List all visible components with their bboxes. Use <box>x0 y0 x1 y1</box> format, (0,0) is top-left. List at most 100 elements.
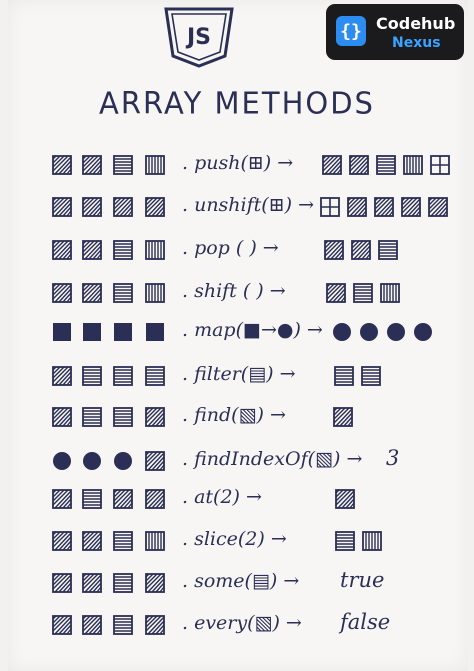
method-label: . every(▧) → <box>182 612 302 634</box>
dot-circle-icon <box>333 323 351 341</box>
diag-square-icon <box>82 197 102 217</box>
method-label: . some(▤) → <box>182 570 300 592</box>
hline-square-icon <box>334 366 354 386</box>
method-result: true <box>340 568 385 592</box>
vline-square-icon <box>403 155 423 175</box>
solid-square-icon <box>114 323 132 341</box>
method-label: . unshift(⊞) → <box>182 194 314 216</box>
diag-square-icon <box>145 615 165 635</box>
method-label: . map(■→●) → <box>182 319 323 341</box>
diag-square-icon <box>82 283 102 303</box>
hline-square-icon <box>82 366 102 386</box>
vline-square-icon <box>145 283 165 303</box>
diag-square-icon <box>335 489 355 509</box>
diag-square-icon <box>347 197 367 217</box>
method-row: . slice(2) → <box>0 524 474 560</box>
dot-circle-icon <box>360 323 378 341</box>
diag-square-icon <box>113 489 133 509</box>
solid-square-icon <box>146 323 164 341</box>
method-row: . pop ( ) → <box>0 233 474 269</box>
method-row: . unshift(⊞) → <box>0 190 474 226</box>
vline-square-icon <box>380 283 400 303</box>
diag-square-icon <box>82 240 102 260</box>
hline-square-icon <box>378 240 398 260</box>
diag-square-icon <box>52 531 72 551</box>
method-row: . push(⊞) → <box>0 148 474 184</box>
hline-square-icon <box>361 366 381 386</box>
solid-square-icon <box>53 323 71 341</box>
diag-square-icon <box>52 240 72 260</box>
svg-text:{}: {} <box>340 21 362 42</box>
dot-circle-icon <box>387 323 405 341</box>
diag-square-icon <box>326 283 346 303</box>
diag-square-icon <box>428 197 448 217</box>
diag-square-icon <box>349 155 369 175</box>
method-row: . findIndexOf(▧) → 3 <box>0 444 474 480</box>
vline-square-icon <box>145 531 165 551</box>
hline-square-icon <box>82 489 102 509</box>
method-label: . push(⊞) → <box>182 152 294 174</box>
hline-square-icon <box>353 283 373 303</box>
js-badge-text: JS <box>185 25 211 50</box>
diag-square-icon <box>113 197 133 217</box>
hline-square-icon <box>82 407 102 427</box>
diag-square-icon <box>351 240 371 260</box>
method-row: . at(2) → <box>0 482 474 518</box>
hline-square-icon <box>335 531 355 551</box>
diag-square-icon <box>145 489 165 509</box>
solid-square-icon <box>83 323 101 341</box>
diag-square-icon <box>145 451 165 471</box>
brand-name: Codehub <box>376 14 456 33</box>
brand-card: {} Codehub Nexus <box>326 4 464 60</box>
js-shield-icon: JS <box>164 7 234 68</box>
dot-circle-icon <box>114 452 132 470</box>
hline-square-icon <box>113 240 133 260</box>
method-row: . find(▧) → <box>0 400 474 436</box>
method-label: . pop ( ) → <box>182 237 279 259</box>
method-row: . every(▧) → false <box>0 608 474 644</box>
method-label: . shift ( ) → <box>182 280 286 302</box>
grid-square-icon <box>430 155 450 175</box>
vline-square-icon <box>145 155 165 175</box>
method-row: . shift ( ) → <box>0 276 474 312</box>
dot-circle-icon <box>414 323 432 341</box>
diag-square-icon <box>333 407 353 427</box>
hline-square-icon <box>376 155 396 175</box>
diag-square-icon <box>145 407 165 427</box>
method-result: false <box>340 610 391 634</box>
hline-square-icon <box>113 366 133 386</box>
diag-square-icon <box>322 155 342 175</box>
hline-square-icon <box>113 283 133 303</box>
hline-square-icon <box>145 366 165 386</box>
diag-square-icon <box>82 573 102 593</box>
vline-square-icon <box>362 531 382 551</box>
method-row: . map(■→●) → <box>0 315 474 351</box>
diag-square-icon <box>52 283 72 303</box>
hline-square-icon <box>113 573 133 593</box>
hline-square-icon <box>113 407 133 427</box>
dot-circle-icon <box>53 452 71 470</box>
method-label: . filter(▤) → <box>182 363 296 385</box>
diag-square-icon <box>52 155 72 175</box>
method-row: . filter(▤) → <box>0 359 474 395</box>
diag-square-icon <box>52 615 72 635</box>
diag-square-icon <box>52 366 72 386</box>
method-row: . some(▤) → true <box>0 566 474 602</box>
page-title: ARRAY METHODS <box>99 85 375 121</box>
diag-square-icon <box>324 240 344 260</box>
grid-square-icon <box>320 197 340 217</box>
diag-square-icon <box>82 155 102 175</box>
diag-square-icon <box>145 573 165 593</box>
diag-square-icon <box>52 407 72 427</box>
diag-square-icon <box>401 197 421 217</box>
vline-square-icon <box>145 240 165 260</box>
diag-square-icon <box>374 197 394 217</box>
hline-square-icon <box>113 155 133 175</box>
method-label: . slice(2) → <box>182 528 287 550</box>
code-braces-icon: {} <box>336 16 366 46</box>
dot-circle-icon <box>83 452 101 470</box>
diag-square-icon <box>82 615 102 635</box>
method-label: . findIndexOf(▧) → <box>182 448 363 470</box>
method-result: 3 <box>386 446 400 470</box>
method-label: . find(▧) → <box>182 404 286 426</box>
